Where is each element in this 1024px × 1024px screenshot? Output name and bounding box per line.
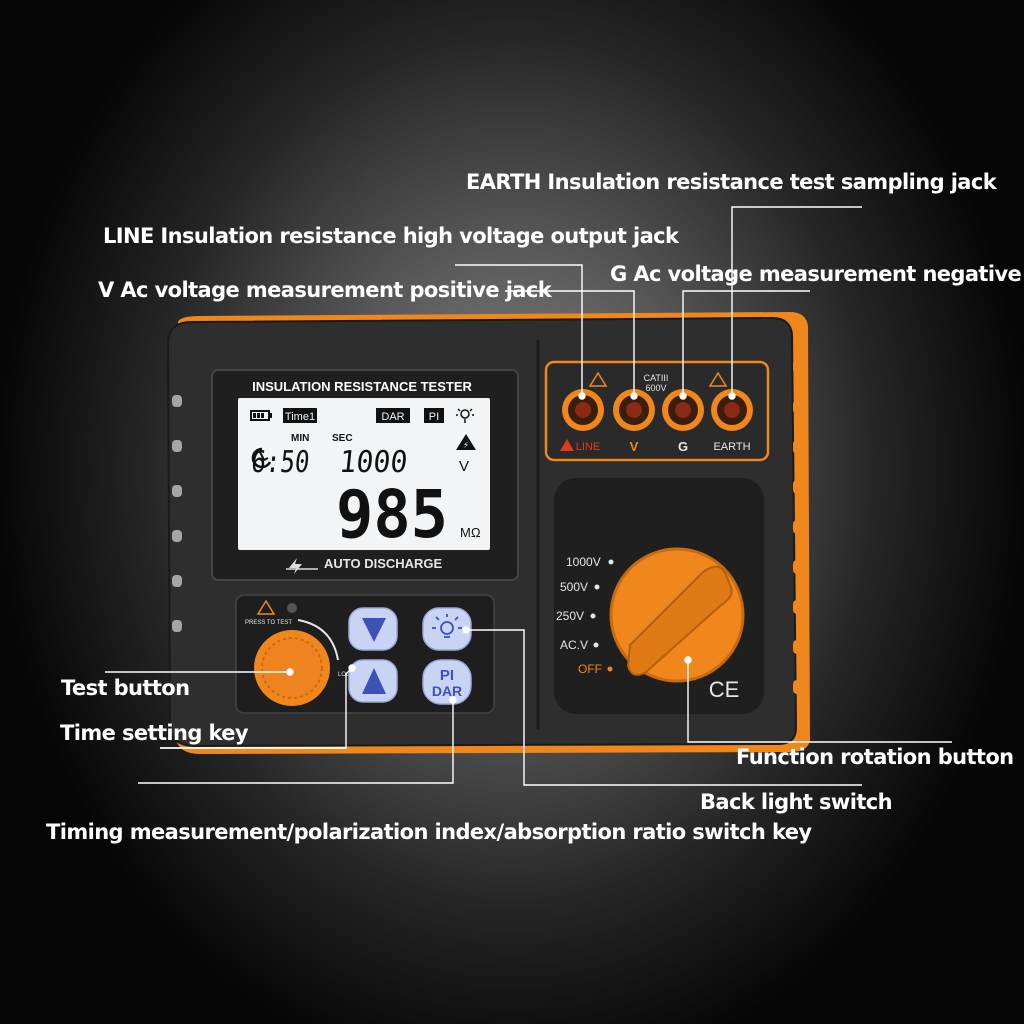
lightbulb-icon	[432, 614, 462, 638]
ce-mark: CE	[709, 677, 740, 702]
jack-label-earth: EARTH	[713, 441, 750, 453]
lcd-pi: PI	[429, 411, 439, 423]
lcd-dar: DAR	[381, 411, 404, 423]
lcd-voltage: 1000	[338, 445, 410, 480]
lcd-unit: MΩ	[460, 525, 481, 540]
callout-backlight: Back light switch	[700, 790, 893, 814]
callout-v-jack: V Ac voltage measurement positive jack	[98, 278, 552, 302]
jack-line[interactable]	[562, 389, 604, 431]
press-to-test-label: PRESS TO TEST	[245, 620, 292, 626]
function-knob[interactable]	[609, 547, 745, 683]
callout-mode-key: Timing measurement/polarization index/ab…	[46, 820, 812, 844]
callout-earth-jack: EARTH Insulation resistance test samplin…	[466, 170, 997, 194]
auto-discharge-label: AUTO DISCHARGE	[324, 556, 443, 571]
lcd-volt-unit: V	[459, 458, 469, 475]
range-labels: 1000V 500V 250V AC.V OFF	[556, 555, 614, 676]
lcd-screen	[238, 398, 490, 550]
range-500v: 500V	[560, 580, 588, 594]
svg-text:⚡: ⚡	[463, 441, 469, 451]
high-voltage-icon: ⚡	[456, 434, 476, 451]
callout-time-key: Time setting key	[60, 721, 249, 745]
status-led	[287, 603, 297, 613]
backlight-lcd-icon	[456, 408, 474, 423]
callout-function-knob: Function rotation button	[736, 745, 1014, 769]
jack-label-v: V	[630, 439, 639, 454]
device-title: INSULATION RESISTANCE TESTER	[252, 379, 472, 394]
range-1000v: 1000V	[566, 555, 601, 569]
jack-v[interactable]	[613, 389, 655, 431]
cat-rating: CATIII	[644, 373, 669, 383]
line-warning-icon	[560, 439, 574, 451]
pi-dar-top: PI	[440, 667, 454, 684]
lock-arc	[297, 619, 339, 661]
callout-lines	[105, 206, 952, 786]
lcd-min: MIN	[291, 433, 309, 444]
callout-g-jack: G Ac voltage measurement negative jack	[610, 262, 1024, 286]
time-up-button[interactable]	[348, 607, 398, 651]
range-acv: AC.V	[560, 638, 588, 652]
range-off: OFF	[578, 662, 602, 676]
lcd-reading: 985	[336, 476, 448, 553]
lcd-time: 6:50	[250, 445, 312, 480]
jack-label-line: LINE	[576, 441, 600, 453]
battery-icon	[250, 410, 272, 421]
discharge-icon	[286, 558, 318, 574]
cat-warning-icon	[588, 371, 728, 387]
jack-earth[interactable]	[711, 389, 753, 431]
lcd-sec: SEC	[332, 433, 353, 444]
range-250v: 250V	[556, 609, 584, 623]
jack-g[interactable]	[662, 389, 704, 431]
pi-dar-bottom: DAR	[432, 683, 462, 699]
callout-test-button: Test button	[61, 676, 190, 700]
test-button[interactable]	[254, 630, 330, 706]
lcd-time-tag: Time1	[285, 411, 315, 423]
callout-line-jack: LINE Insulation resistance high voltage …	[103, 224, 679, 248]
cat-voltage: 600V	[645, 383, 666, 393]
backlight-button[interactable]	[422, 607, 472, 651]
timer-icon	[251, 447, 272, 469]
pi-dar-button[interactable]: PI DAR	[422, 659, 472, 705]
time-down-button[interactable]	[348, 659, 398, 703]
test-warning-icon	[256, 599, 276, 615]
jack-label-g: G	[678, 439, 688, 454]
